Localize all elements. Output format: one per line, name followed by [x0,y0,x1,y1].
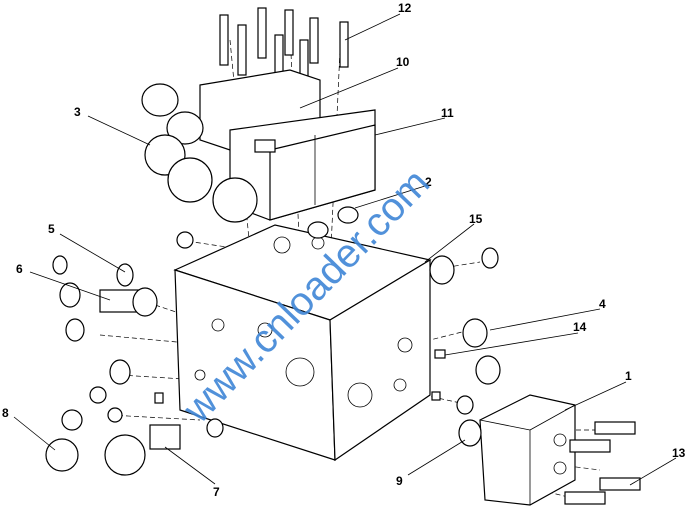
fittings [45,206,641,505]
callout-3: 3 [74,105,81,119]
callout-labels: 12 10 3 11 2 15 5 6 4 14 1 8 13 7 9 [2,1,686,499]
callout-13: 13 [672,446,686,460]
valve-assembly [141,69,376,223]
callout-14: 14 [573,320,587,334]
callout-9: 9 [396,474,403,488]
callout-10: 10 [396,55,410,69]
callout-6: 6 [16,262,23,276]
bolts-top [219,7,349,86]
callout-2: 2 [425,175,432,189]
leader-lines [13,13,677,486]
main-manifold-block [173,224,432,462]
callout-11: 11 [441,106,454,120]
callout-4: 4 [599,297,606,311]
callout-5: 5 [48,222,55,236]
callout-15: 15 [469,212,483,226]
callout-12: 12 [398,1,412,15]
callout-7: 7 [213,485,220,499]
callout-1: 1 [625,369,632,383]
side-block [479,394,576,506]
callout-8: 8 [2,406,9,420]
